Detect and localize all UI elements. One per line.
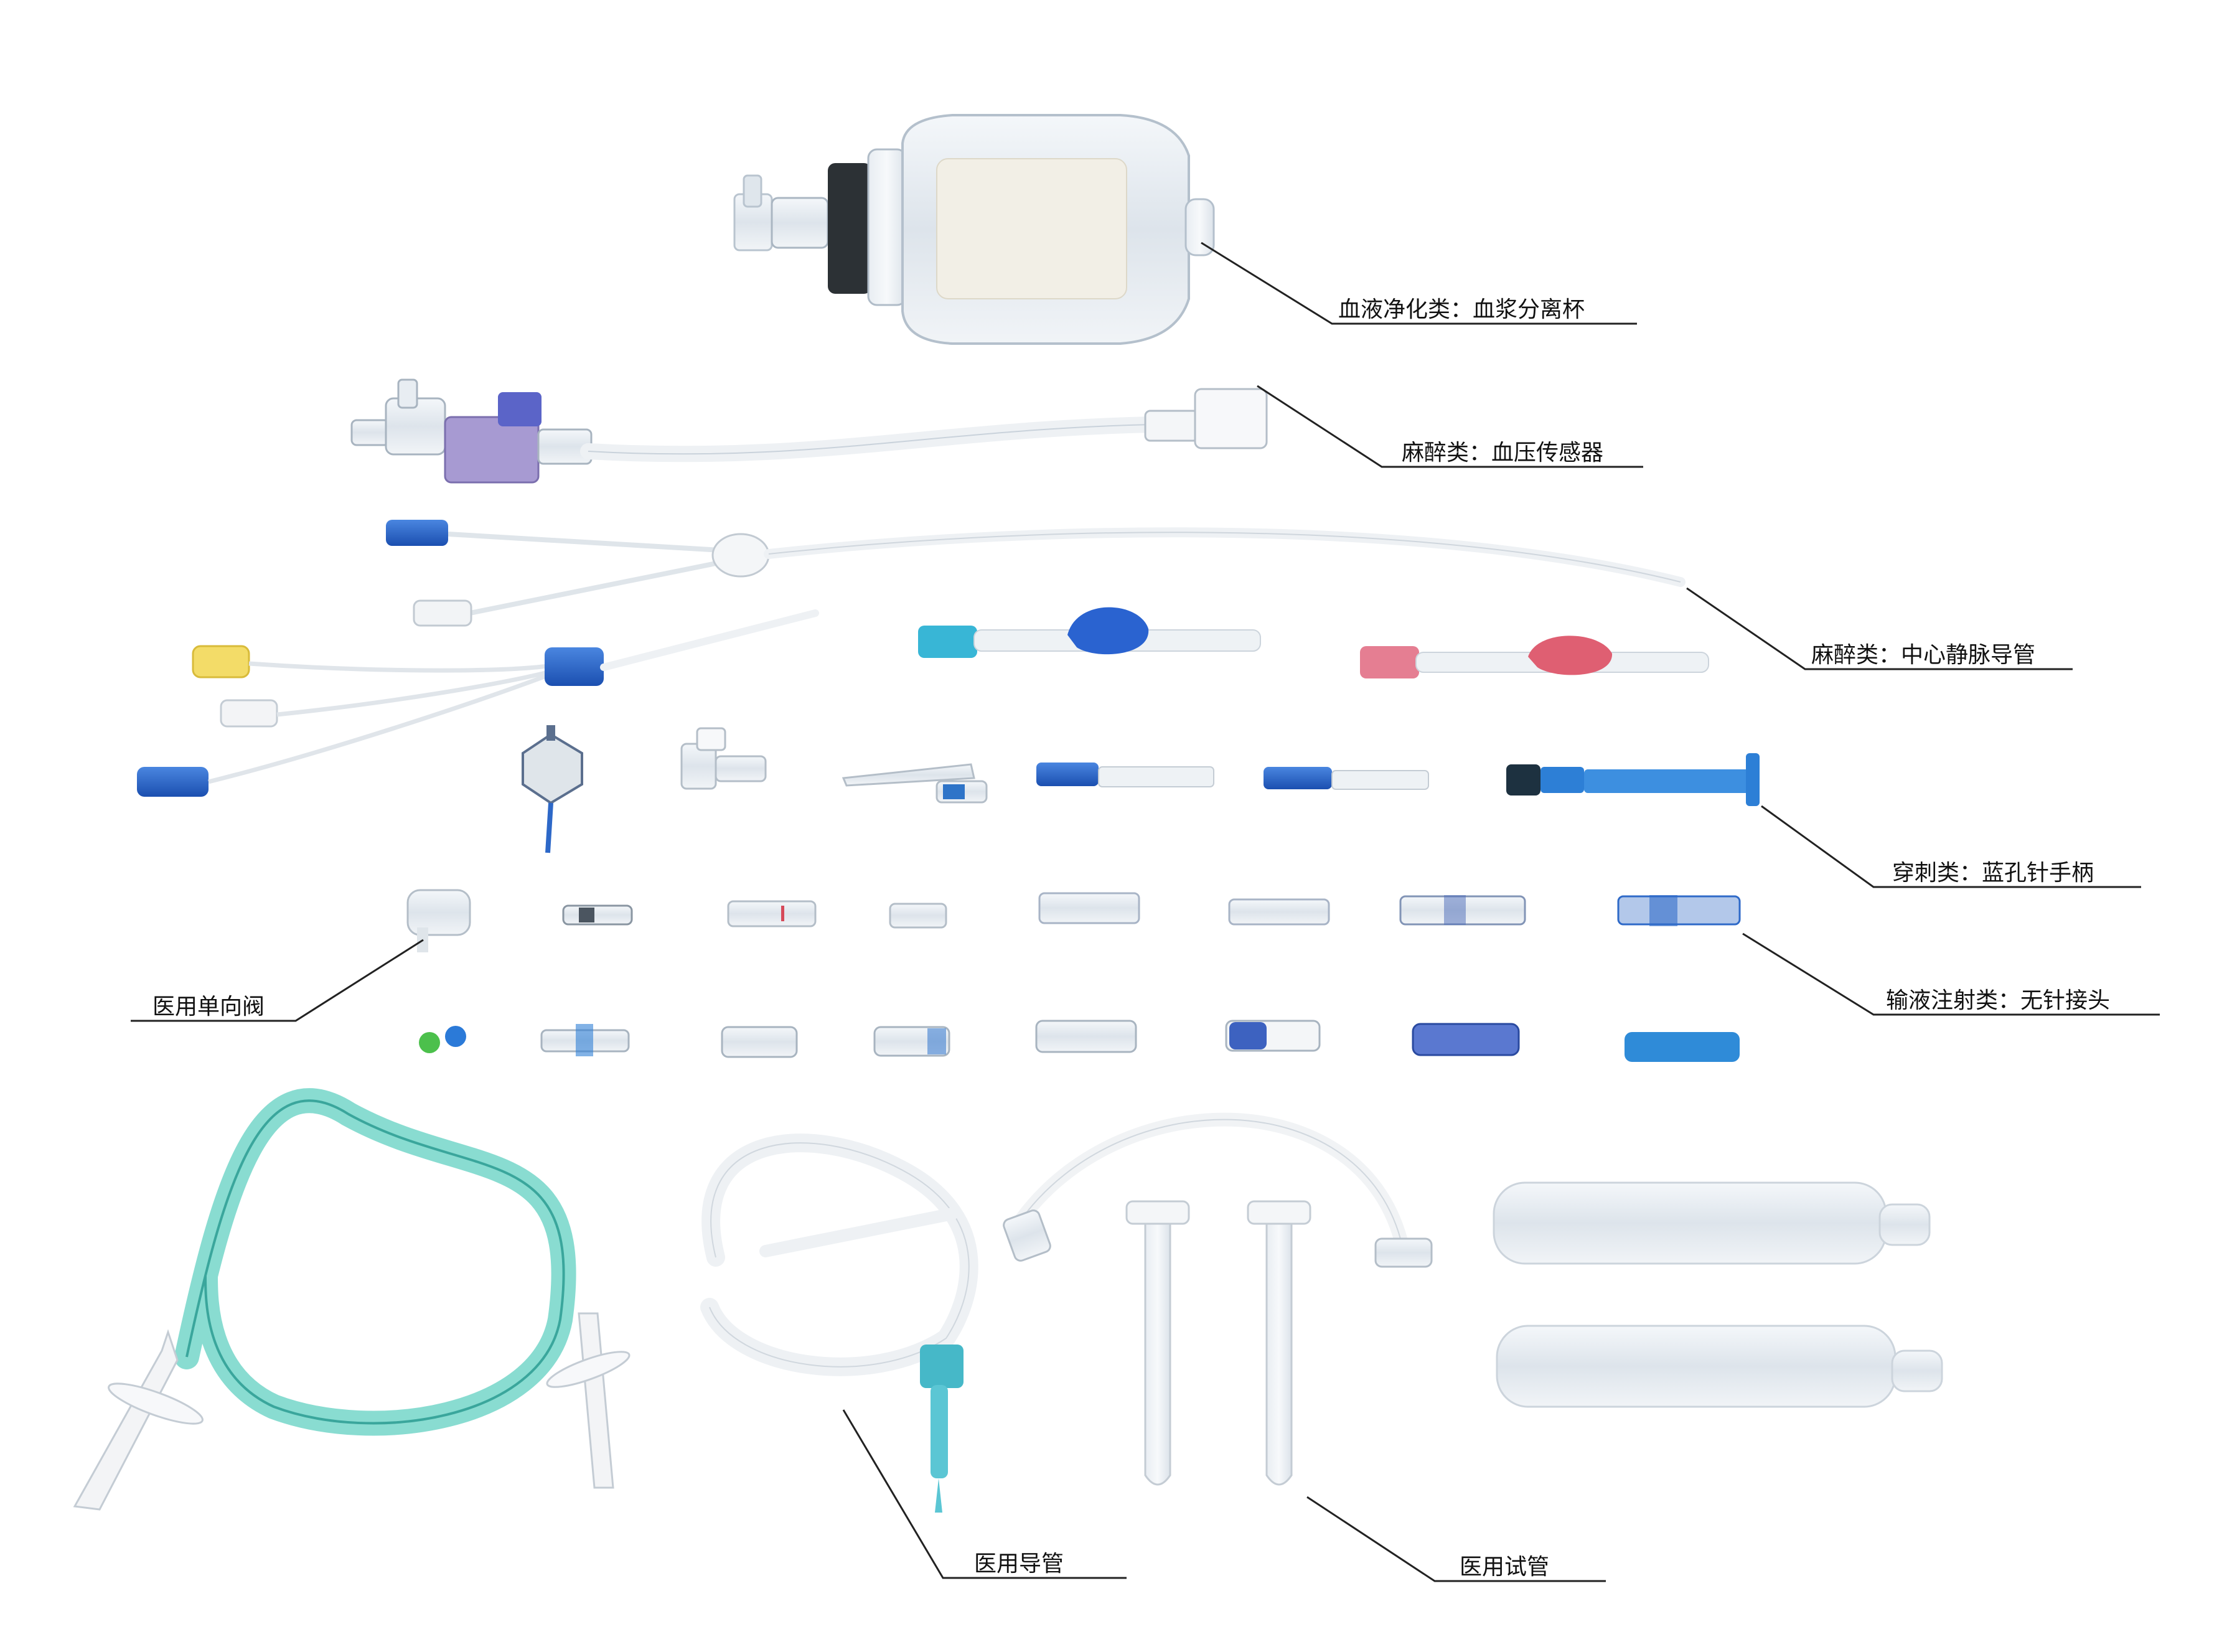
leader-catheter	[842, 1409, 1127, 1579]
leader-plasma-cup	[1201, 242, 1637, 325]
leader-needleless	[1742, 932, 2160, 1016]
label-needle-handle: 穿刺类：蓝孔针手柄	[1892, 860, 2094, 886]
teal-tubing-set	[73, 1088, 631, 1511]
leader-test-tube	[1306, 1496, 1606, 1582]
label-central-venous-catheter: 麻醉类：中心静脉导管	[1811, 642, 2036, 668]
arched-tubing	[1003, 1112, 1433, 1268]
leader-lines	[131, 242, 2160, 1582]
blood-pressure-transducer	[350, 378, 1268, 484]
clear-catheter	[700, 1133, 978, 1513]
needleless-connectors-row-2	[419, 1020, 1740, 1062]
label-check-valve: 医用单向阀	[152, 994, 265, 1020]
label-needleless-connector: 输液注射类：无针接头	[1886, 988, 2111, 1013]
central-venous-catheter	[386, 520, 1686, 627]
test-tubes	[1125, 1200, 1311, 1486]
filter-cylinders	[1493, 1181, 1943, 1408]
plasma-separation-cup	[733, 114, 1215, 345]
red-clamp-line	[1360, 636, 1709, 678]
label-catheter: 医用导管	[974, 1551, 1064, 1577]
leader-check-valve	[131, 939, 424, 1022]
label-blood-pressure-transducer: 麻醉类：血压传感器	[1402, 440, 1604, 466]
leader-cvc	[1686, 587, 2073, 670]
triple-lumen-catheter	[137, 609, 819, 797]
small-fittings-row	[522, 725, 1429, 853]
needleless-connectors-row-1	[406, 889, 1741, 952]
blue-needle-handle	[1506, 753, 1760, 806]
leader-bp-transducer	[1257, 385, 1643, 468]
label-plasma-separation-cup: 血液净化类：血浆分离杯	[1338, 297, 1585, 322]
blue-clamp-line	[918, 607, 1261, 658]
leader-needle-handle	[1761, 805, 2141, 888]
label-test-tube: 医用试管	[1460, 1554, 1550, 1580]
